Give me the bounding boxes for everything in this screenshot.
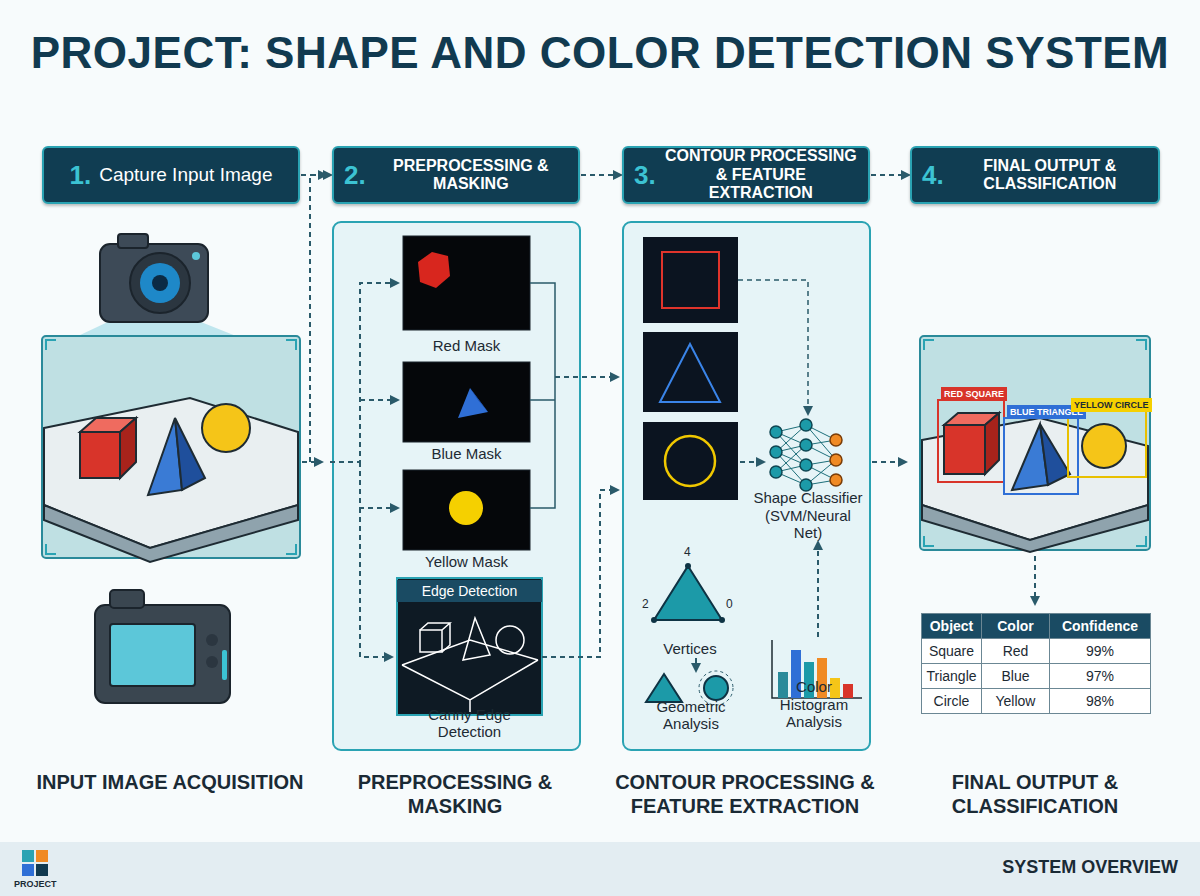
table-cell: Circle [921,688,982,714]
detection-tag: RED SQUARE [941,387,1007,401]
table-cell: Object [921,613,982,639]
logo-text: PROJECT [14,879,57,889]
stage-label: FINAL OUTPUT & CLASSIFICATION [890,770,1180,818]
table-cell: 99% [1049,638,1151,664]
table-cell: Red [981,638,1050,664]
pic-node: Color Histogram Analysis [760,638,868,730]
pic-node: Red Mask [395,236,538,354]
pic-node: Yellow Mask [395,470,538,570]
step-number: 2. [344,160,366,191]
hdr-node: 2. PREPROCESSING & MASKING [332,146,580,204]
caption-label: Red Mask [395,337,538,354]
table-cell: Color [981,613,1050,639]
caption-label: Canny Edge Detection [395,706,544,741]
table-cell: 97% [1049,663,1151,689]
vertex-number: 2 [642,597,649,611]
pic-node: Shape Classifier (SVM/Neural Net) [752,415,864,541]
step-number: 4. [922,160,944,191]
caption-label: Shape Classifier (SVM/Neural Net) [752,489,864,541]
tag-node: RED SQUARE [938,386,1010,402]
step-title: PREPROCESSING & MASKING [374,157,568,194]
caption-label: Yellow Mask [395,553,538,570]
flow-arrow [581,174,621,176]
stage-label: CONTOUR PROCESSING & FEATURE EXTRACTION [600,770,890,818]
pic-node: Geometric Analysis [635,672,747,732]
detection-tag: YELLOW CIRCLE [1071,398,1152,412]
edge-node: Edge DetectionCanny Edge Detection [395,578,544,740]
table-cell: Triangle [921,663,982,689]
flow-arrow [301,174,331,176]
table-cell: 98% [1049,688,1151,714]
table-cell: Confidence [1049,613,1151,639]
stage-label: INPUT IMAGE ACQUISITION [25,770,315,794]
diagram-title: PROJECT: SHAPE AND COLOR DETECTION SYSTE… [0,28,1200,78]
caption-label: Color Histogram Analysis [760,678,868,730]
caption-label: Blue Mask [395,445,538,462]
flow-arrow [871,174,909,176]
hdr-node: 3. CONTOUR PROCESSING & FEATURE EXTRACTIO… [622,146,870,204]
tag-node: YELLOW CIRCLE [1068,397,1155,413]
step-number: 3. [634,160,656,191]
vertex-number: 4 [684,545,691,559]
vert-node: 4 2 0Vertices [640,545,740,657]
caption-label: Geometric Analysis [635,698,747,733]
step-title: CONTOUR PROCESSING & FEATURE EXTRACTION [664,147,858,202]
table-cell: Blue [981,663,1050,689]
flow-arrow [817,542,819,637]
hdr-node: 4. FINAL OUTPUT & CLASSIFICATION [910,146,1160,204]
step-title: Capture Input Image [99,164,272,186]
stage-label: PREPROCESSING & MASKING [310,770,600,818]
panel-header: Edge Detection [397,580,542,602]
step-number: 1. [70,160,92,191]
vertex-number: 0 [726,597,733,611]
hdr-node: 1. Capture Input Image [42,146,300,204]
footer-label: SYSTEM OVERVIEW [1002,857,1178,878]
step-title: FINAL OUTPUT & CLASSIFICATION [952,157,1148,194]
pic-node: Blue Mask [395,362,538,462]
caption-label: Vertices [640,640,740,657]
table-cell: Square [921,638,982,664]
table-cell: Yellow [981,688,1050,714]
flow-arrow [695,658,697,671]
